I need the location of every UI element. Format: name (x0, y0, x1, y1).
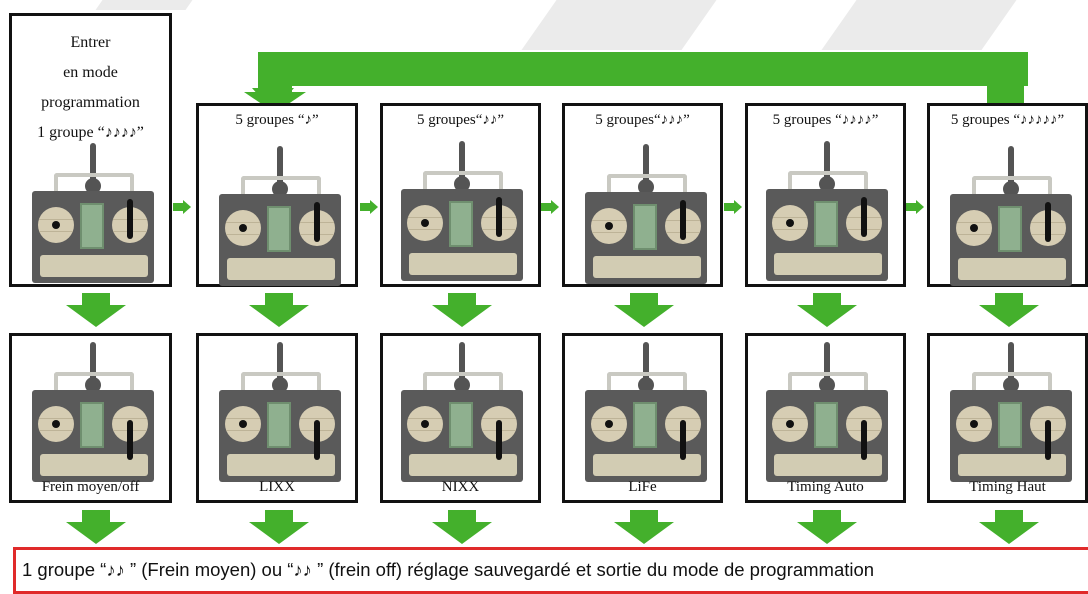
arrow-down-icon (614, 293, 674, 327)
start-line: 1 groupe “♪♪♪♪” (37, 124, 144, 141)
top-box-1: 5 groupes “♪” (196, 103, 358, 287)
arrow-down-icon (797, 293, 857, 327)
arrow-down-icon (249, 510, 309, 544)
bottom-box-label: LIXX (259, 479, 295, 495)
bottom-box-5: Timing Auto (745, 333, 906, 503)
top-box-label: 5 groupes “♪” (235, 112, 319, 128)
top-box-2: 5 groupes“♪♪” (380, 103, 541, 287)
bottom-box-3: NIXX (380, 333, 541, 503)
footer-box: 1 groupe “♪♪ ” (Frein moyen) ou “♪♪ ” (f… (13, 547, 1088, 594)
arrow-down-icon (432, 293, 492, 327)
start-text: Entrer en mode programmation 1 groupe “♪… (12, 28, 169, 148)
top-box-5: 5 groupes “♪♪♪♪♪” (927, 103, 1088, 287)
top-box-label: 5 groupes “♪♪♪♪♪” (950, 112, 1065, 128)
arrow-down-icon (66, 293, 126, 327)
arrow-down-icon (249, 293, 309, 327)
top-box-4: 5 groupes “♪♪♪♪” (745, 103, 906, 287)
footer-text: 1 groupe “♪♪ ” (Frein moyen) ou “♪♪ ” (f… (22, 559, 875, 580)
arrow-down-icon (66, 510, 126, 544)
loop-back-arrow-icon (244, 52, 1028, 113)
bottom-box-label: Timing Auto (787, 479, 864, 495)
top-box-label: 5 groupes“♪♪” (416, 112, 505, 128)
start-line: en mode (63, 64, 118, 81)
bottom-box-2: LIXX (196, 333, 358, 503)
start-box: Entrer en mode programmation 1 groupe “♪… (9, 13, 172, 287)
arrow-right-icon (360, 200, 378, 214)
start-line: Entrer (70, 34, 111, 51)
top-box-label: 5 groupes“♪♪♪” (595, 112, 690, 128)
arrow-right-icon (173, 200, 191, 214)
arrow-right-icon (906, 200, 924, 214)
arrow-down-icon (797, 510, 857, 544)
arrow-right-icon (724, 200, 742, 214)
arrow-down-icon (979, 293, 1039, 327)
bottom-box-6: Timing Haut (927, 333, 1088, 503)
bottom-box-label: NIXX (441, 479, 480, 495)
bottom-box-1: Frein moyen/off (9, 333, 172, 503)
top-box-3: 5 groupes“♪♪♪” (562, 103, 723, 287)
bottom-box-label: LiFe (628, 479, 657, 495)
arrow-down-icon (614, 510, 674, 544)
bottom-box-label: Timing Haut (969, 479, 1046, 495)
arrow-down-icon (979, 510, 1039, 544)
top-box-label: 5 groupes “♪♪♪♪” (772, 112, 879, 128)
bottom-box-4: LiFe (562, 333, 723, 503)
start-line: programmation (41, 94, 140, 111)
arrow-right-icon (541, 200, 559, 214)
bottom-box-label: Frein moyen/off (41, 479, 140, 495)
arrow-down-icon (432, 510, 492, 544)
